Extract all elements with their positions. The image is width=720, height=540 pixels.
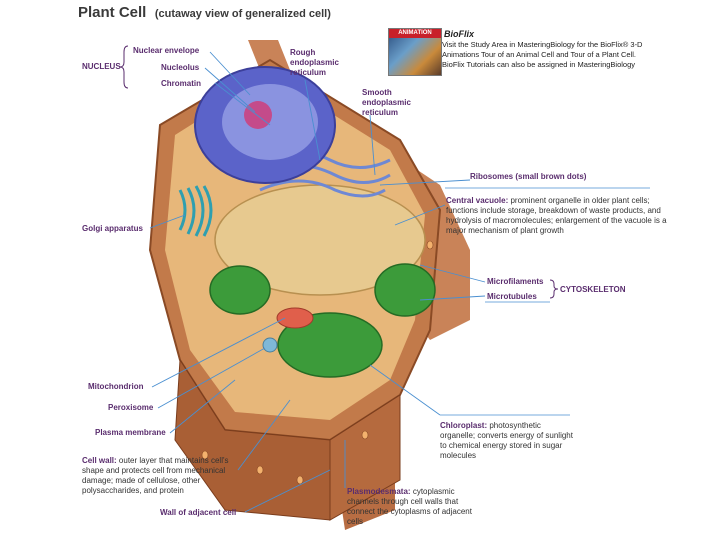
- cell-wall-name: Cell wall:: [82, 456, 117, 465]
- leader-rough-er: [304, 79, 321, 161]
- label-mitochondrion: Mitochondrion: [88, 382, 144, 391]
- nucleus-brace: [119, 45, 129, 89]
- promo-text: Visit the Study Area in MasteringBiology…: [442, 40, 643, 69]
- cell-wall-desc: outer layer that maintains cell's shape …: [82, 456, 229, 495]
- chloroplast-name: Chloroplast:: [440, 421, 488, 430]
- plasmodesma-1: [201, 450, 209, 460]
- leader-chloroplast: [369, 364, 441, 416]
- animation-thumbnail[interactable]: ANIMATION: [388, 28, 442, 76]
- label-ribosomes: Ribosomes (small brown dots): [470, 172, 587, 181]
- leader-chromatin: [214, 82, 271, 126]
- leader-central-vacuole: [394, 204, 446, 226]
- label-chloroplast: Chloroplast: photosynthetic organelle; c…: [440, 421, 575, 461]
- label-plasma-membrane: Plasma membrane: [95, 428, 166, 437]
- plasmodesmata-desc: cytoplasmic channels through cell walls …: [347, 487, 472, 526]
- central-vacuole-name: Central vacuole:: [446, 196, 509, 205]
- title-main: Plant Cell: [78, 4, 147, 21]
- leader-golgi: [149, 214, 186, 229]
- plasmodesmata-name: Plasmodesmata:: [347, 487, 411, 496]
- plasmodesma-2: [256, 465, 264, 475]
- cytoskeleton-brace: [549, 279, 559, 299]
- chloroplast-3: [374, 263, 436, 317]
- leader-microtubules: [419, 295, 486, 301]
- animation-badge: ANIMATION: [389, 29, 441, 38]
- label-nucleus: NUCLEUS: [82, 62, 121, 71]
- bioflix-logo: BioFlix: [444, 29, 475, 39]
- label-central-vacuole: Central vacuole: prominent organelle in …: [446, 196, 671, 236]
- label-microtubules: Microtubules: [487, 292, 537, 301]
- label-chromatin: Chromatin: [161, 79, 201, 88]
- chloroplast-1: [209, 265, 271, 315]
- diagram-title: Plant Cell (cutaway view of generalized …: [78, 4, 331, 22]
- title-subtitle: (cutaway view of generalized cell): [154, 8, 331, 20]
- label-cytoskeleton: CYTOSKELETON: [560, 285, 626, 294]
- nucleolus: [244, 101, 272, 129]
- plasmodesma-4: [361, 430, 369, 440]
- label-rough-er: Rough endoplasmic reticulum: [290, 48, 339, 77]
- label-golgi-apparatus: Golgi apparatus: [82, 224, 143, 233]
- leader-smooth-er: [369, 114, 376, 176]
- label-smooth-er: Smooth endoplasmic reticulum: [362, 88, 411, 117]
- leader-wall-adjacent: [244, 469, 331, 513]
- chloroplast-desc: photosynthetic organelle; converts energ…: [440, 421, 573, 460]
- label-peroxisome: Peroxisome: [108, 403, 154, 412]
- leader-cell-wall: [237, 399, 291, 471]
- peroxisome: [262, 337, 278, 353]
- golgi-apparatus: [178, 185, 213, 237]
- leader-microfilaments: [419, 264, 486, 283]
- plasmodesma-3: [296, 475, 304, 485]
- chloroplast-2: [277, 312, 383, 378]
- central-vacuole-desc: prominent organelle in older plant cells…: [446, 196, 667, 235]
- label-nucleolus: Nucleolus: [161, 63, 200, 72]
- label-microfilaments: Microfilaments: [487, 277, 544, 286]
- leader-peroxisome: [157, 347, 266, 409]
- leader-plasma-membrane: [169, 379, 236, 434]
- bioflix-promo: ANIMATION BioFlix Visit the Study Area i…: [388, 28, 646, 84]
- plasmodesma-5: [426, 240, 434, 250]
- label-plasmodesmata: Plasmodesmata: cytoplasmic channels thro…: [347, 487, 482, 527]
- mitochondrion: [276, 307, 314, 329]
- leader-nucleolus: [204, 67, 256, 113]
- cell-wall-side-face: [329, 394, 401, 521]
- label-nuclear-envelope: Nuclear envelope: [133, 46, 200, 55]
- leader-nuclear-envelope: [209, 51, 251, 96]
- leader-ribosomes: [379, 179, 471, 186]
- label-wall-adjacent-cell: Wall of adjacent cell: [160, 508, 237, 517]
- leader-mitochondrion: [151, 317, 286, 388]
- label-cell-wall: Cell wall: outer layer that maintains ce…: [82, 456, 240, 496]
